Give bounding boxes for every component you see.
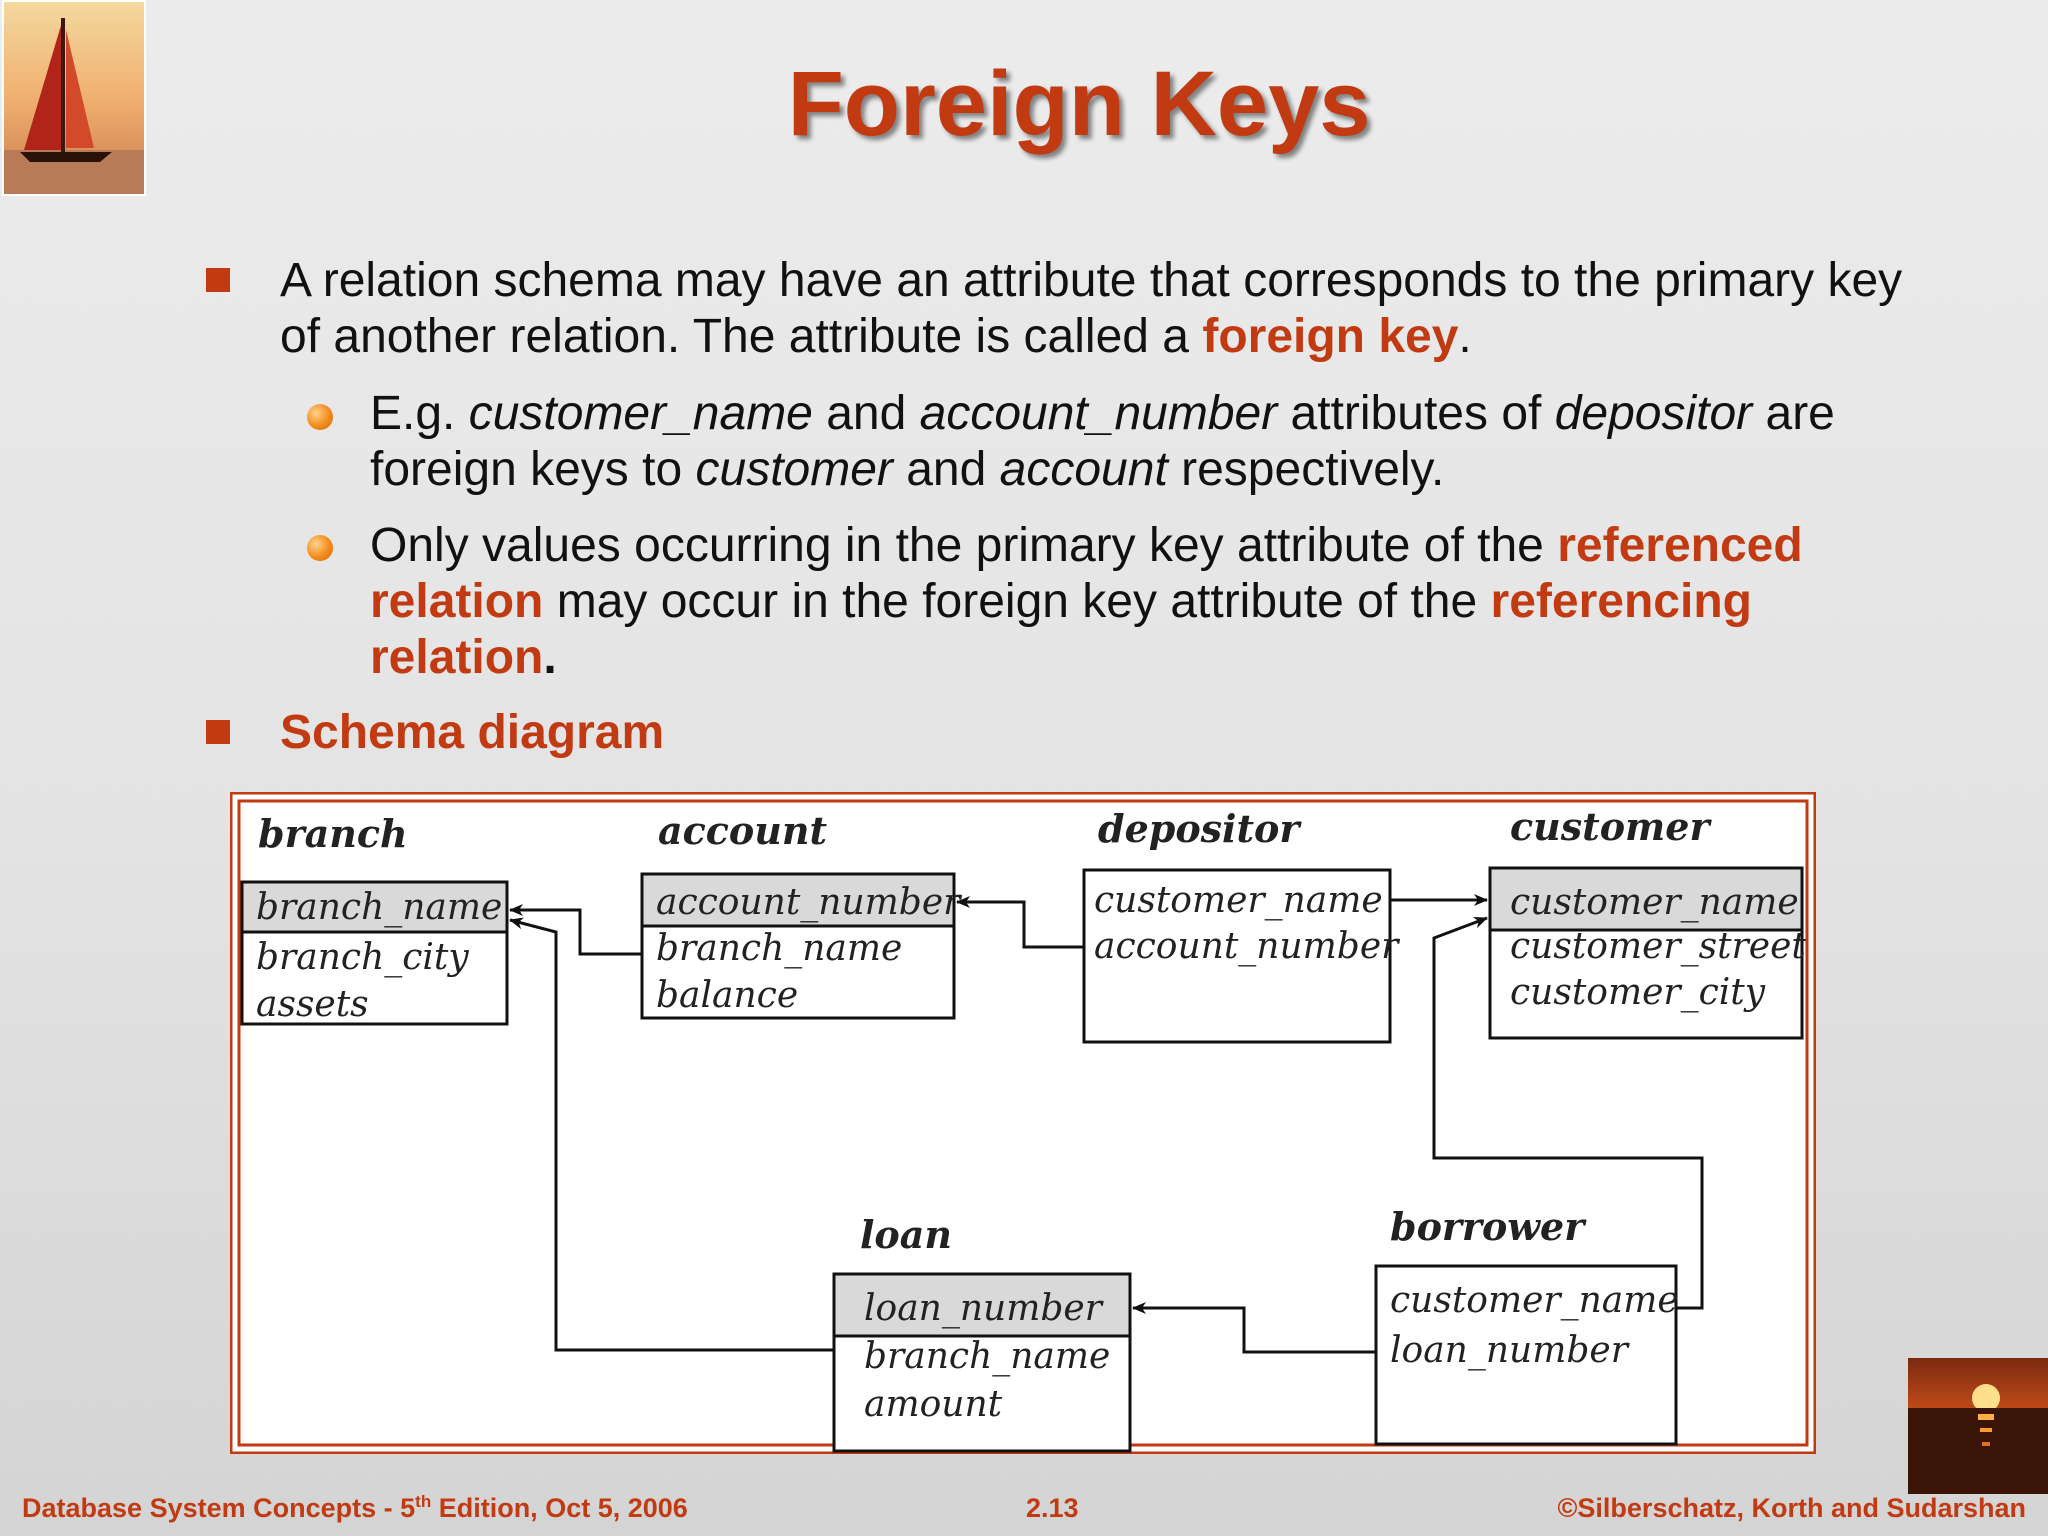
table-name-borrower: borrower (1390, 1204, 1587, 1249)
footer-copyright: ©Silberschatz, Korth and Sudarshan (1557, 1493, 2026, 1523)
square-bullet-icon (206, 268, 230, 292)
fk-borrower-loan (1132, 1302, 1376, 1354)
pk-account-number: account_number (656, 882, 962, 923)
schema-diagram: branch branch_name branch_city assets ac… (230, 792, 1816, 1454)
bullet-schema-diagram: Schema diagram (280, 706, 665, 759)
attr-assets: assets (256, 984, 369, 1025)
attr-account-branch-name: branch_name (656, 928, 902, 969)
text: and (892, 443, 1000, 496)
text: attributes of (1277, 387, 1555, 440)
round-bullet-icon (307, 535, 333, 561)
fk-account-branch (509, 904, 642, 956)
italic-term: customer_name (468, 387, 813, 440)
italic-term: customer (695, 443, 893, 496)
bullet1-text: A relation schema may have an attribute … (280, 254, 1903, 363)
bullet-foreign-key-definition: A relation schema may have an attribute … (280, 253, 1940, 365)
table-name-account: account (658, 808, 827, 853)
table-name-loan: loan (860, 1212, 952, 1257)
text: Only values occurring in the primary key… (370, 519, 1558, 572)
pk-branch-name: branch_name (256, 887, 502, 928)
term-referencing-relation: referencing relation (370, 575, 1752, 684)
italic-term: account_number (919, 387, 1278, 440)
attr-customer-city: customer_city (1510, 972, 1766, 1013)
sunset-logo (1908, 1358, 2048, 1494)
text: may occur in the foreign key attribute o… (543, 575, 1491, 628)
footer-sup: th (415, 1492, 432, 1511)
text: respectively. (1167, 443, 1445, 496)
footer-text: Edition, Oct 5, 2006 (431, 1493, 688, 1523)
term-referenced-relation: referenced relation (370, 519, 1803, 628)
attr-depositor-customer-name: customer_name (1094, 880, 1383, 921)
fk-depositor-account (956, 896, 1084, 949)
attr-amount: amount (864, 1384, 1003, 1425)
text: and (812, 387, 920, 440)
fk-loan-branch (509, 917, 834, 1352)
footer-book-title: Database System Concepts - 5th Edition, … (22, 1492, 688, 1524)
italic-term: depositor (1554, 387, 1753, 440)
attr-borrower-customer-name: customer_name (1390, 1280, 1679, 1321)
italic-term: account (999, 443, 1168, 496)
attr-loan-branch-name: branch_name (864, 1336, 1110, 1377)
footer-text: Database System Concepts - 5 (22, 1493, 416, 1523)
round-bullet-icon (307, 404, 333, 430)
sailboat-logo (2, 0, 146, 196)
pk-customer-name: customer_name (1510, 882, 1799, 923)
slide-number: 2.13 (1026, 1493, 1079, 1523)
attr-branch-city: branch_city (256, 937, 469, 978)
attr-customer-street: customer_street (1510, 926, 1806, 967)
text: E.g. (370, 387, 469, 440)
square-bullet-icon (206, 720, 230, 744)
bullet-example: E.g. customer_name and account_number at… (370, 386, 1990, 498)
attr-depositor-account-number: account_number (1094, 926, 1400, 967)
table-name-depositor: depositor (1098, 806, 1302, 851)
fk-borrower-customer (1432, 916, 1704, 1310)
table-name-customer: customer (1510, 804, 1712, 849)
text: are foreign keys to (370, 387, 1835, 496)
slide-title: Foreign Keys (787, 53, 1371, 155)
term-foreign-key: foreign key (1202, 310, 1459, 363)
bullet1-end: . (1458, 310, 1472, 363)
pk-loan-number: loan_number (864, 1288, 1104, 1329)
attr-balance: balance (656, 975, 798, 1016)
text: . (543, 631, 557, 684)
table-name-branch: branch (258, 811, 408, 856)
attr-borrower-loan-number: loan_number (1390, 1330, 1630, 1371)
bullet-referenced-relation: Only values occurring in the primary key… (370, 518, 1930, 686)
